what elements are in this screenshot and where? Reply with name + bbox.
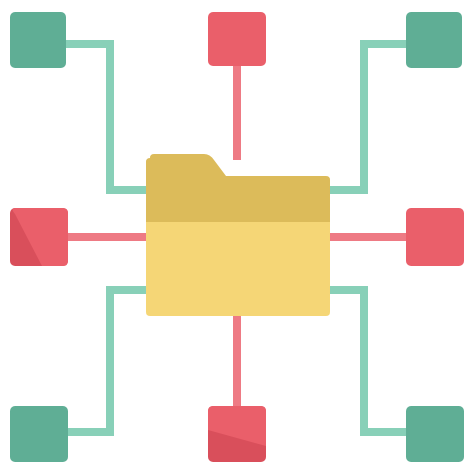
- middle-left-node-icon: [10, 208, 68, 266]
- connector-top-left: [64, 40, 146, 194]
- middle-right-node-icon: [406, 208, 464, 266]
- connector-bottom-left: [64, 286, 146, 436]
- folder-front: [146, 222, 330, 316]
- top-center-node-icon: [208, 12, 266, 66]
- connector-lines: [64, 40, 410, 436]
- folder-icon: [146, 154, 330, 316]
- folder-back: [146, 154, 330, 236]
- connector-bottom-right: [328, 286, 410, 436]
- bottom-right-node-icon: [406, 406, 464, 462]
- connector-top-right: [328, 40, 410, 194]
- bottom-left-node-icon: [10, 406, 68, 462]
- nodes: [10, 12, 464, 462]
- top-right-node-icon: [406, 12, 462, 68]
- bottom-center-node-icon: [208, 406, 266, 462]
- top-left-node-icon: [10, 12, 66, 68]
